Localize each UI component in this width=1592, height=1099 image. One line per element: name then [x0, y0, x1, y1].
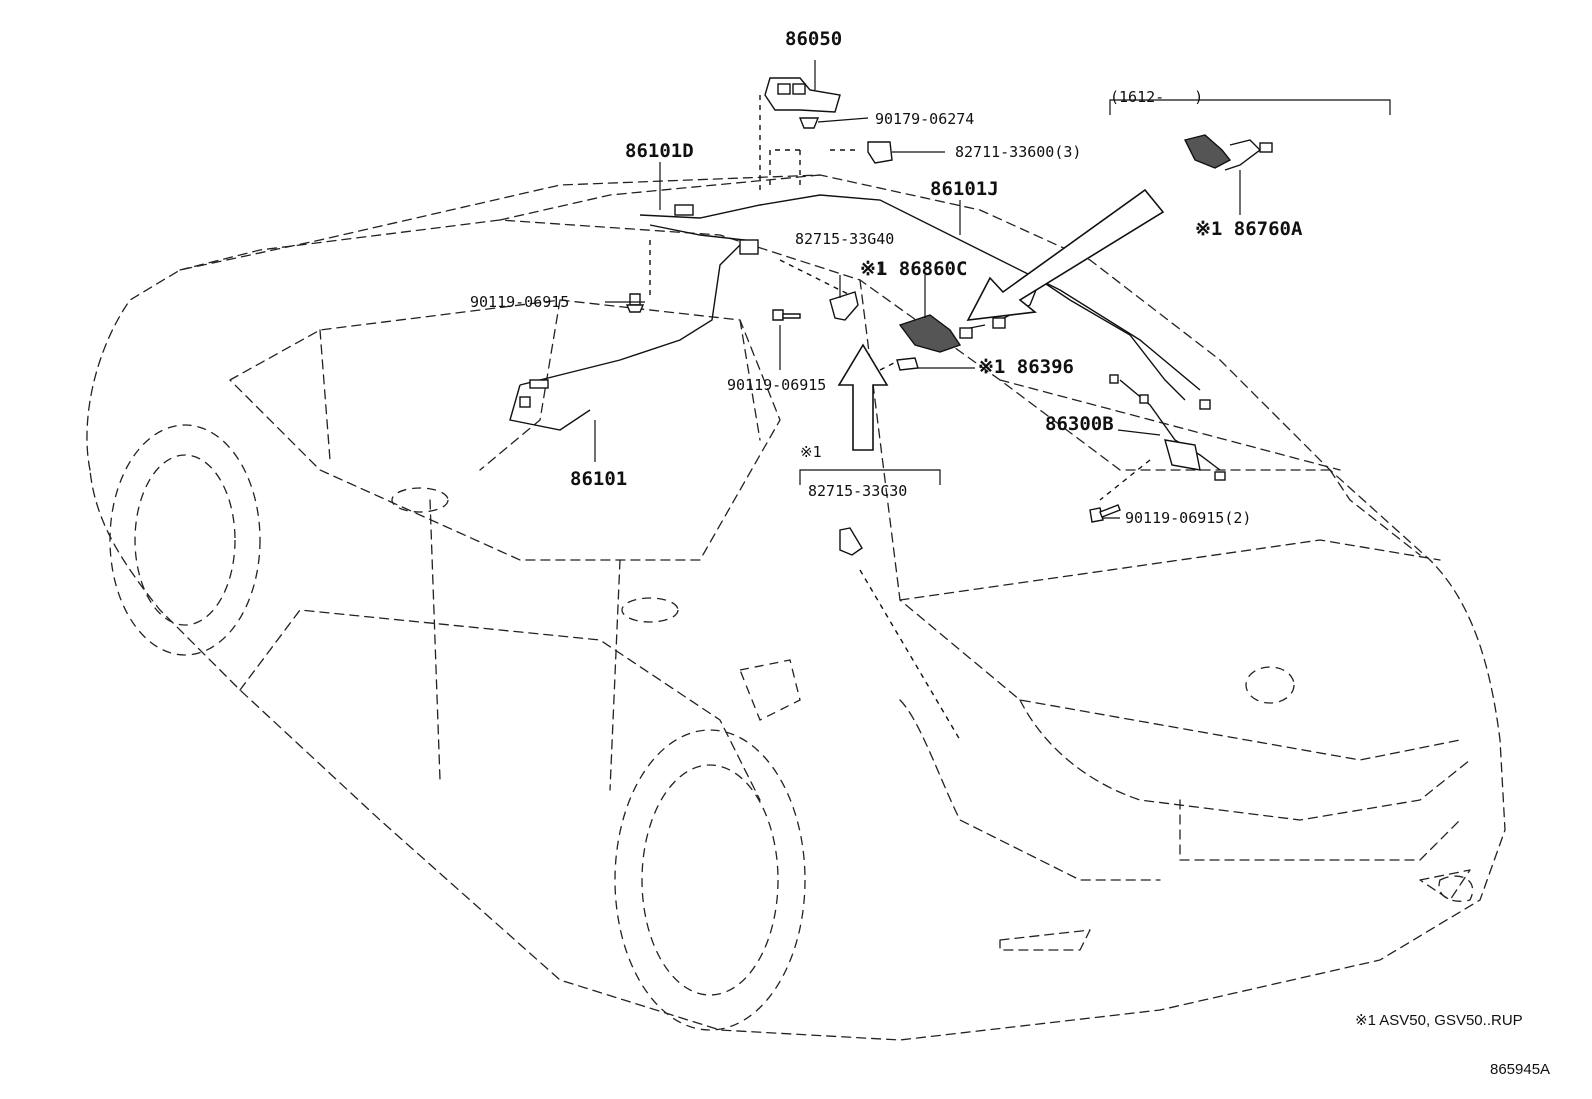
rear-wheel — [614, 729, 806, 1031]
label-82715-33G40: 82715-33G40 — [795, 230, 895, 248]
clamp-82711 — [867, 141, 893, 164]
label-86396: ※1 86396 — [978, 356, 1074, 378]
screw-90119-b — [772, 309, 784, 321]
wheels — [109, 424, 806, 1031]
diagram-id: 865945A — [1490, 1061, 1551, 1078]
arrow-to-roof-antenna — [966, 188, 1165, 321]
direction-arrows — [837, 188, 1165, 451]
leader-lines — [594, 60, 1391, 519]
label-90119-06915-b: 90119-06915 — [727, 376, 827, 394]
clip-90179 — [798, 117, 820, 129]
front-wheel — [109, 424, 261, 656]
label-90119-06915-2: 90119-06915(2) — [1125, 509, 1252, 527]
label-82715-33C30: 82715-33C30 — [808, 482, 908, 500]
label-86101: 86101 — [570, 468, 628, 490]
screw-90119-a — [629, 293, 641, 306]
footnote: ※1 ASV50, GSV50..RUP — [1355, 1012, 1523, 1029]
components — [519, 77, 1273, 556]
label-86101D: 86101D — [625, 140, 694, 162]
label-86050: 86050 — [785, 28, 843, 50]
label-86860C: ※1 86860C — [860, 258, 968, 280]
module-86300B — [1164, 439, 1201, 471]
label-82711-33600: 82711-33600(3) — [955, 143, 1082, 161]
clamp-82715-33G40 — [829, 291, 859, 321]
details — [391, 487, 1474, 902]
label-86760A: ※1 86760A — [1195, 218, 1303, 240]
label-86101J: 86101J — [930, 178, 999, 200]
bracket-lines — [649, 94, 1151, 741]
antenna-86860C — [898, 314, 962, 353]
label-86300B: 86300B — [1045, 413, 1114, 435]
antenna-86760A — [1183, 134, 1232, 169]
label-90119-06915-a: 90119-06915 — [470, 293, 570, 311]
antenna-module-86050 — [764, 77, 841, 113]
clamp-82715-33C30 — [839, 527, 863, 556]
label-range-1612: (1612- ) — [1110, 88, 1204, 106]
label-90179-06274: 90179-06274 — [875, 110, 975, 128]
label-ref-1: ※1 — [800, 443, 822, 461]
arrow-up — [837, 343, 889, 451]
car-outline — [86, 174, 1506, 1041]
grommet-86396 — [896, 357, 919, 371]
